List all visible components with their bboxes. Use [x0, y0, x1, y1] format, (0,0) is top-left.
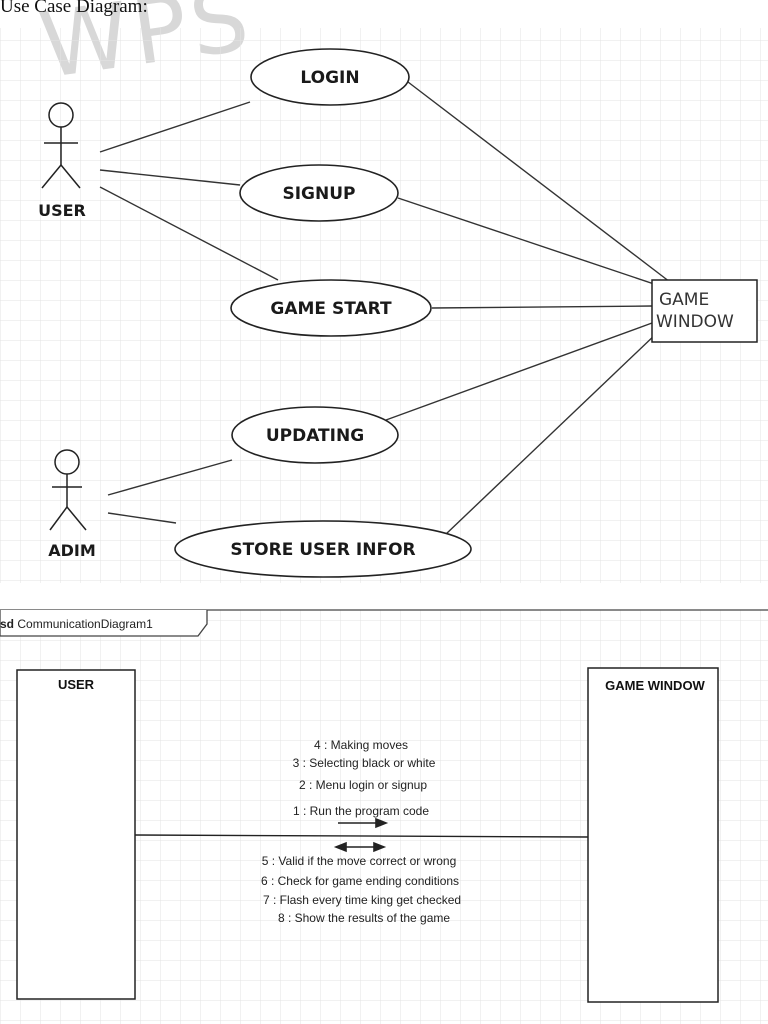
message-3: 3 : Selecting black or white — [293, 756, 436, 770]
use-case-updating-label: UPDATING — [266, 426, 364, 446]
admin-actor — [49, 449, 87, 531]
lifeline-game-window-label: GAME WINDOW — [605, 678, 705, 693]
lifeline-user-label: USER — [58, 677, 95, 692]
use-case-store-label: STORE USER INFOR — [230, 540, 415, 560]
game-window-system-box — [651, 279, 758, 343]
message-5: 5 : Valid if the move correct or wrong — [262, 854, 457, 868]
communication-link — [134, 834, 589, 838]
use-case-game-start-label: GAME START — [270, 299, 392, 319]
use-case-login — [250, 48, 410, 106]
frame-label: sd CommunicationDiagram1 — [0, 617, 153, 631]
use-case-login-label: LOGIN — [300, 68, 359, 88]
message-1: 1 : Run the program code — [293, 804, 429, 818]
use-case-signup — [239, 164, 399, 222]
association-lines — [99, 81, 671, 536]
game-window-label-line1: GAME — [659, 290, 709, 310]
user-actor — [41, 102, 81, 189]
use-case-signup-label: SIGNUP — [282, 184, 355, 204]
actor-user-label: USER — [38, 201, 86, 220]
use-case-updating — [231, 406, 399, 464]
use-case-game-start — [230, 279, 432, 337]
message-7: 7 : Flash every time king get checked — [263, 893, 461, 907]
use-case-store-user-infor — [174, 520, 472, 578]
message-8: 8 : Show the results of the game — [278, 911, 450, 925]
actor-adim-label: ADIM — [48, 541, 96, 560]
lifeline-game-window — [587, 667, 719, 1003]
message-6: 6 : Check for game ending conditions — [261, 874, 459, 888]
game-window-label-line2: WINDOW — [656, 312, 734, 332]
frame-tab — [0, 610, 208, 637]
message-arrows — [333, 817, 389, 853]
message-4: 4 : Making moves — [314, 738, 408, 752]
section-heading: Use Case Diagram: — [0, 0, 148, 17]
lifeline-user — [16, 669, 136, 1000]
message-2: 2 : Menu login or signup — [299, 778, 427, 792]
